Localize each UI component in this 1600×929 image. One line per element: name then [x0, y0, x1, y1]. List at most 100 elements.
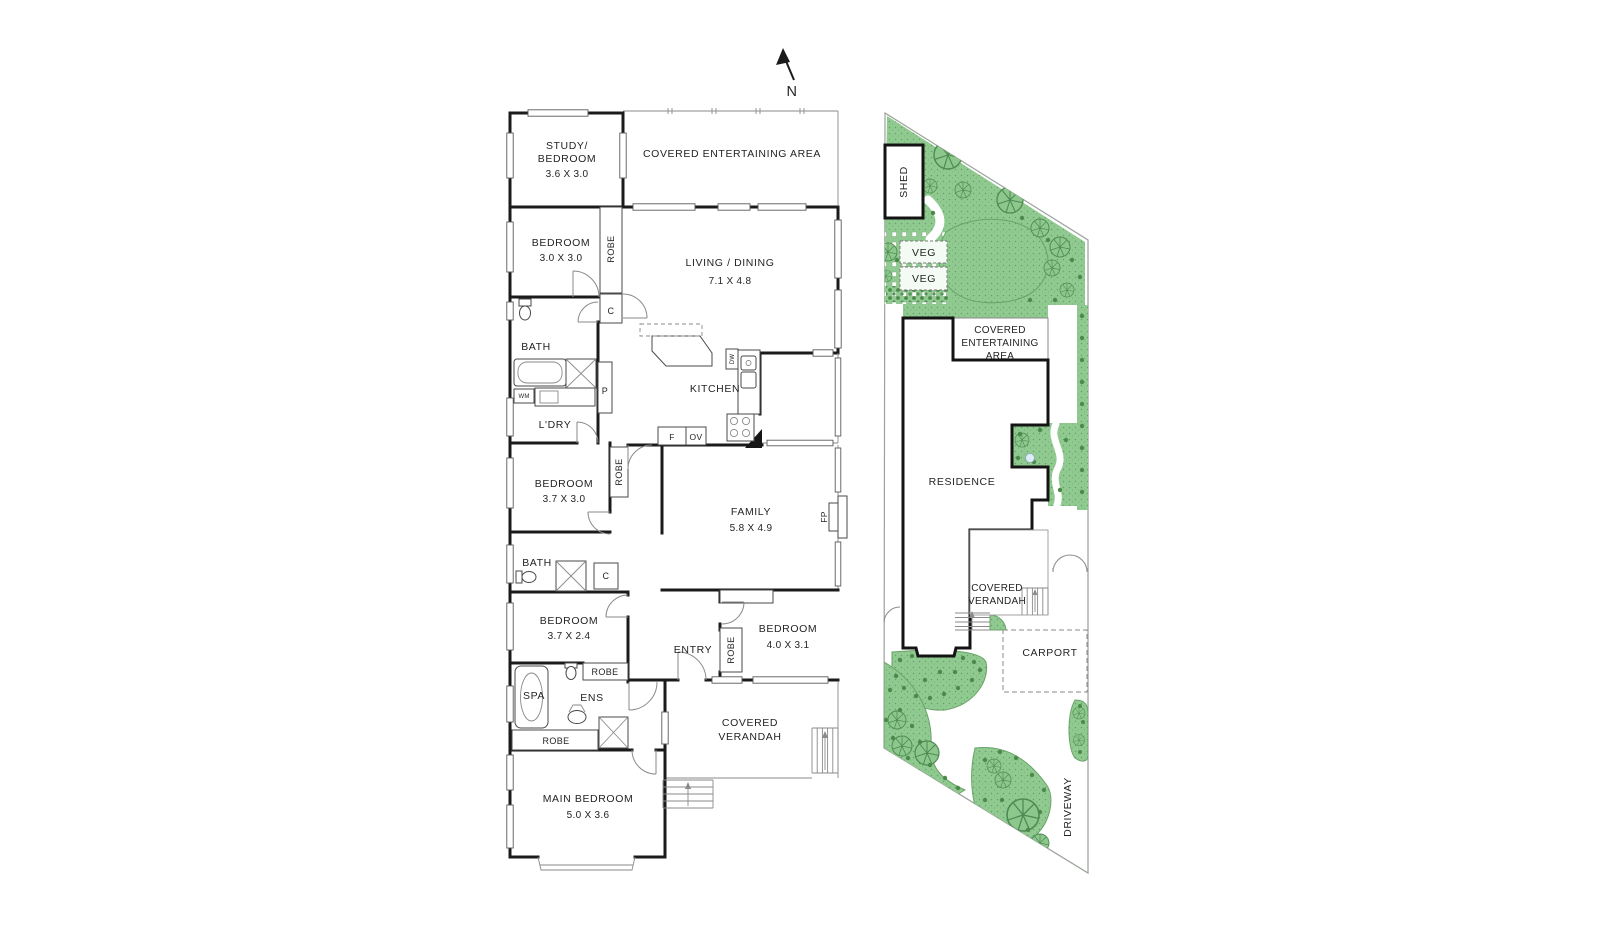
water-feature	[1025, 453, 1035, 463]
closet-hall-label: C	[608, 306, 615, 316]
toilet-ensuite	[564, 662, 578, 680]
floorplan-fixtures	[511, 206, 848, 751]
floor-plan: STUDY/ BEDROOM 3.6 X 3.0 COVERED ENTERTA…	[506, 108, 848, 871]
residence-outline	[901, 316, 1050, 658]
bedroom3-label: BEDROOM	[535, 478, 593, 490]
closet-bath2-box	[593, 562, 619, 590]
bedroom5-label: BEDROOM	[759, 623, 817, 635]
right-garden-strip	[1077, 305, 1088, 510]
toilet-bath2	[515, 570, 537, 584]
robe-bedroom5-label: ROBE	[726, 636, 736, 663]
washing-machine-label: WM	[518, 394, 529, 400]
basin-ensuite	[567, 704, 587, 724]
siteplan-labels: SHED VEG VEG COVERED ENTERTAINING AREA R…	[898, 166, 1077, 837]
toilet-bath1	[518, 298, 532, 321]
site-plan: SHED VEG VEG COVERED ENTERTAINING AREA R…	[883, 111, 1089, 875]
fireplace-label: FP	[819, 511, 829, 522]
bedroom2-label: BEDROOM	[532, 237, 590, 249]
stove-cooktop	[726, 413, 755, 442]
site-verandah-label-2: VERANDAH	[968, 596, 1026, 607]
site-cea-label-3: AREA	[986, 351, 1014, 362]
verandah-label-2: VERANDAH	[718, 731, 781, 743]
living-dining-dims: 7.1 X 4.8	[709, 276, 752, 287]
closet-bath2-label: C	[603, 571, 610, 581]
floorplan-doors	[572, 270, 745, 775]
robe-hall-label: ROBE	[606, 235, 616, 262]
veg-label-1: VEG	[912, 247, 936, 259]
ensuite-label: ENS	[580, 692, 603, 704]
north-arrow-head	[776, 48, 790, 65]
bay-window	[537, 856, 636, 871]
site-verandah	[955, 529, 1049, 631]
shed-label: SHED	[898, 166, 910, 198]
study-label-1: STUDY/	[546, 140, 588, 152]
bedroom4-label: BEDROOM	[540, 615, 598, 627]
bedroom4-dims: 3.7 X 2.4	[548, 631, 591, 642]
north-arrow: N	[776, 48, 797, 100]
bedroom5-dims: 4.0 X 3.1	[767, 640, 810, 651]
laundry-bench	[534, 387, 596, 407]
verandah-label-1: COVERED	[722, 717, 778, 729]
garden-path	[923, 195, 945, 244]
driveway-label: DRIVEWAY	[1062, 777, 1074, 837]
floorplan-windows	[506, 109, 842, 849]
north-label: N	[787, 84, 798, 100]
spa-label: SPA	[523, 690, 545, 702]
pantry-label: P	[602, 386, 608, 396]
dishwasher-label: DW	[730, 354, 736, 365]
bath1-label: BATH	[521, 341, 551, 353]
fridge-label: F	[669, 432, 675, 442]
spa-bath	[514, 665, 549, 729]
shower-bath2	[555, 560, 587, 592]
verandah-steps-bottom	[662, 779, 714, 809]
study-dims: 3.6 X 3.0	[546, 169, 589, 180]
covered-entertaining-label: COVERED ENTERTAINING AREA	[643, 148, 821, 160]
bedroom2-dims: 3.0 X 3.0	[540, 253, 583, 264]
bedroom3-dims: 3.7 X 3.0	[543, 494, 586, 505]
shower-ensuite	[598, 716, 629, 749]
laundry-label: L'DRY	[539, 419, 572, 431]
family-label: FAMILY	[731, 506, 771, 518]
robe-bedroom4-label: ROBE	[591, 667, 618, 677]
study-label-2: BEDROOM	[538, 153, 596, 165]
verandah-steps-right	[811, 727, 839, 774]
robe-bedroom3-box	[609, 446, 629, 498]
robe-bedroom5-box	[719, 627, 743, 673]
courtyard-path	[1050, 420, 1064, 509]
bath2-label: BATH	[522, 557, 552, 569]
floorplan-labels: STUDY/ BEDROOM 3.6 X 3.0 COVERED ENTERTA…	[518, 140, 829, 821]
site-verandah-label-1: COVERED	[971, 583, 1023, 594]
robe-hall-box	[599, 206, 623, 294]
closet-hall-box	[599, 293, 623, 324]
carport-label: CARPORT	[1022, 647, 1077, 659]
robe-ensuite-label: ROBE	[542, 736, 569, 746]
gate-doors	[883, 554, 1088, 623]
shed	[883, 143, 925, 220]
oven-box	[685, 426, 707, 446]
robe-ensuite-box	[511, 729, 599, 751]
oven-label: OV	[690, 432, 703, 442]
veg-beds	[899, 240, 948, 291]
robe-bedroom4-box	[582, 662, 629, 681]
bathtub-bath1	[513, 358, 567, 387]
family-sliding-door	[719, 589, 774, 604]
kitchen-label: KITCHEN	[690, 383, 740, 395]
washing-machine-box	[513, 388, 535, 404]
fireplace	[828, 495, 848, 539]
robe-bedroom3-label: ROBE	[614, 458, 624, 485]
main-bedroom-label: MAIN BEDROOM	[543, 793, 634, 805]
site-cea-label-2: ENTERTAINING	[961, 338, 1038, 349]
pantry-box	[597, 361, 613, 414]
main-bedroom-dims: 5.0 X 3.6	[567, 810, 610, 821]
carport-outline	[1002, 629, 1088, 693]
family-dims: 5.8 X 4.9	[730, 523, 773, 534]
entry-label: ENTRY	[674, 644, 712, 656]
site-cea-label-1: COVERED	[974, 325, 1026, 336]
living-dining-label: LIVING / DINING	[686, 257, 775, 269]
veg-label-2: VEG	[912, 273, 936, 285]
site-gardens	[884, 116, 1088, 853]
kitchen-sink	[740, 355, 757, 389]
shower-bath1	[565, 358, 597, 389]
